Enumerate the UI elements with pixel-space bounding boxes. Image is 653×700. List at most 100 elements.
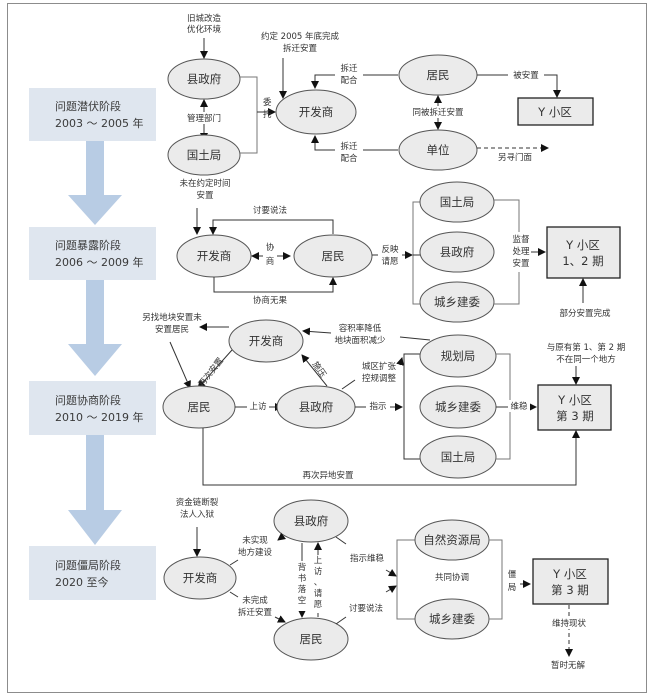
- label-mgmt-dept: 管理部门: [187, 113, 221, 124]
- note-find-land-2: 安置居民: [155, 324, 189, 335]
- node-developer-3: [228, 319, 304, 363]
- label-deadlock-1: 僵: [508, 569, 517, 580]
- label-entrust-1: 委: [263, 97, 272, 108]
- node-developer-2-label: 开发商: [197, 249, 232, 263]
- node-unit-1-label: 单位: [427, 143, 450, 157]
- label-uncompleted-2: 拆迁安置: [238, 607, 273, 618]
- stage-3-name: 问题协商阶段: [55, 393, 121, 407]
- label-negotiation-failed: 协商无果: [253, 295, 288, 306]
- label-coop-top-1: 拆迁: [340, 63, 358, 74]
- node-developer-4: [163, 556, 237, 600]
- label-endorse-fail-1: 背: [298, 562, 307, 573]
- node-natural-resources-label: 自然资源局: [423, 533, 481, 547]
- label-deadlock-2: 局: [508, 583, 517, 593]
- node-y-district-4-label-2: 第 3 期: [551, 583, 589, 597]
- stage-1-diagram: 旧城改造 优化环境 县政府 管理部门 国土局 委 托 约定 2005 年底完成 …: [167, 13, 594, 176]
- label-both-relocated: 同被拆迁安置: [412, 107, 464, 118]
- label-negotiate-1: 协: [266, 242, 275, 253]
- line-unrealized: [229, 559, 239, 566]
- label-maintain: 维持现状: [552, 618, 587, 629]
- note-far-reduce-1: 容积率降低: [339, 323, 382, 334]
- line-far-to-planning: [399, 336, 431, 341]
- bracket-agencies-4-left: [396, 539, 415, 620]
- stage-arrow-2-head: [68, 344, 122, 376]
- node-county-gov-2-label: 县政府: [440, 245, 475, 259]
- label-supervise-3: 安置: [512, 258, 530, 269]
- note-diff-location-2: 不在同一个地方: [556, 354, 616, 365]
- label-demand-explanation-4: 讨要说法: [349, 603, 383, 614]
- stage-box-4: [29, 546, 156, 600]
- node-residents-3-label: 居民: [188, 400, 211, 414]
- label-relocate-elsewhere: 再次异地安置: [302, 470, 354, 481]
- node-y-district-3-label-1: Y 小区: [557, 393, 592, 407]
- arrow-demand-4: [385, 585, 397, 594]
- node-y-district-1: [517, 97, 594, 126]
- note-urban-expand-1: 城区扩张: [362, 361, 397, 372]
- label-endorse-fail-3: 落: [298, 584, 307, 595]
- node-y-district-3-label-2: 第 3 期: [556, 409, 594, 423]
- stage-arrow-1-shaft: [86, 141, 104, 195]
- stage-3-years: 2010 ～ 2019 年: [55, 410, 143, 424]
- note-not-on-time-2: 安置: [196, 190, 214, 201]
- label-reflect-2: 请愿: [381, 256, 399, 267]
- node-urban-rural-2: [419, 281, 495, 323]
- arrow-instruct-stability: [385, 568, 397, 577]
- node-urban-rural-4-label: 城乡建委: [429, 612, 475, 626]
- label-petition-wish-1: 上: [314, 556, 323, 566]
- stage-2-diagram: 未在约定时间 安置 讨要说法 开发商 协 商 居民 协商无果 反映 请愿 国土局…: [176, 178, 621, 323]
- arrow-demand-explanation-2: [209, 219, 334, 235]
- node-residents-4: [273, 617, 349, 661]
- stage-4-name: 问题僵局阶段: [55, 558, 121, 572]
- stage-2-years: 2006 ～ 2009 年: [55, 255, 143, 269]
- node-developer-1: [275, 89, 357, 135]
- stage-4-diagram: 资金链断裂 法人入狱 开发商 县政府 居民 未实现 地方建设 未完成 拆迁安置 …: [163, 497, 609, 671]
- node-county-gov-3-label: 县政府: [299, 400, 334, 414]
- arrow-pressure: [301, 354, 328, 387]
- label-petition-wish-2: 访: [314, 566, 323, 577]
- note-diff-location-1: 与原有第 1、第 2 期: [547, 342, 625, 353]
- stage-arrow-3-head: [68, 510, 122, 545]
- bracket-entrust: [240, 76, 258, 154]
- arrow-uncompleted: [274, 615, 286, 623]
- label-relocate-again: 再次安置: [196, 355, 226, 389]
- note-far-reduce-2: 地块面积减少: [334, 335, 386, 346]
- stage-3-diagram: 另找地块安置未 安置居民 开发商 再次安置 容积率降低 地块面积减少 施压 城区…: [142, 312, 625, 486]
- node-developer-3-label: 开发商: [249, 334, 284, 348]
- note-capital-break-2: 法人入狱: [180, 509, 215, 520]
- node-developer-1-label: 开发商: [299, 105, 334, 119]
- node-developer-4-label: 开发商: [183, 571, 218, 585]
- node-land-bureau-2: [419, 181, 495, 223]
- stage-box-1: [29, 88, 156, 141]
- label-entrust-2: 托: [263, 109, 272, 120]
- stage-box-2: [29, 227, 156, 280]
- label-supervise-2: 处理: [512, 246, 530, 257]
- label-coop-bottom-2: 配合: [340, 153, 358, 164]
- arrow-coop-top: [311, 74, 398, 89]
- node-unit-1: [398, 129, 478, 171]
- node-y-district-4-label-1: Y 小区: [552, 567, 587, 581]
- line-gov-to-expand: [341, 379, 356, 390]
- stage-1-years: 2003 ～ 2005 年: [55, 116, 143, 130]
- label-reflect-1: 反映: [381, 244, 399, 255]
- node-y-district-3: [537, 384, 612, 431]
- node-y-district-4: [532, 558, 609, 605]
- stage-arrow-3-shaft: [86, 435, 104, 510]
- bracket-agencies-4-right: [489, 539, 503, 620]
- label-demand-explanation-2: 讨要说法: [253, 205, 287, 216]
- label-petition-wish-4: 请: [314, 588, 323, 599]
- stage-box-3: [29, 381, 156, 435]
- node-residents-1-label: 居民: [427, 68, 450, 82]
- label-petition-wish-3: 、: [314, 578, 323, 588]
- stage-column: 问题潜伏阶段 2003 ～ 2005 年 问题暴露阶段 2006 ～ 2009 …: [29, 88, 156, 600]
- node-county-gov-4: [273, 499, 349, 543]
- label-seek-store: 另寻门面: [498, 152, 533, 163]
- node-y-district-2-label-1: Y 小区: [565, 238, 600, 252]
- label-no-solution: 暂时无解: [551, 660, 586, 671]
- note-not-on-time-1: 未在约定时间: [179, 178, 230, 189]
- node-land-bureau-1: [167, 134, 241, 176]
- node-planning-bureau-label: 规划局: [441, 349, 476, 363]
- label-partial-done: 部分安置完成: [559, 308, 611, 319]
- node-land-bureau-1-label: 国土局: [187, 148, 222, 162]
- note-agreement-2: 拆迁安置: [283, 43, 318, 54]
